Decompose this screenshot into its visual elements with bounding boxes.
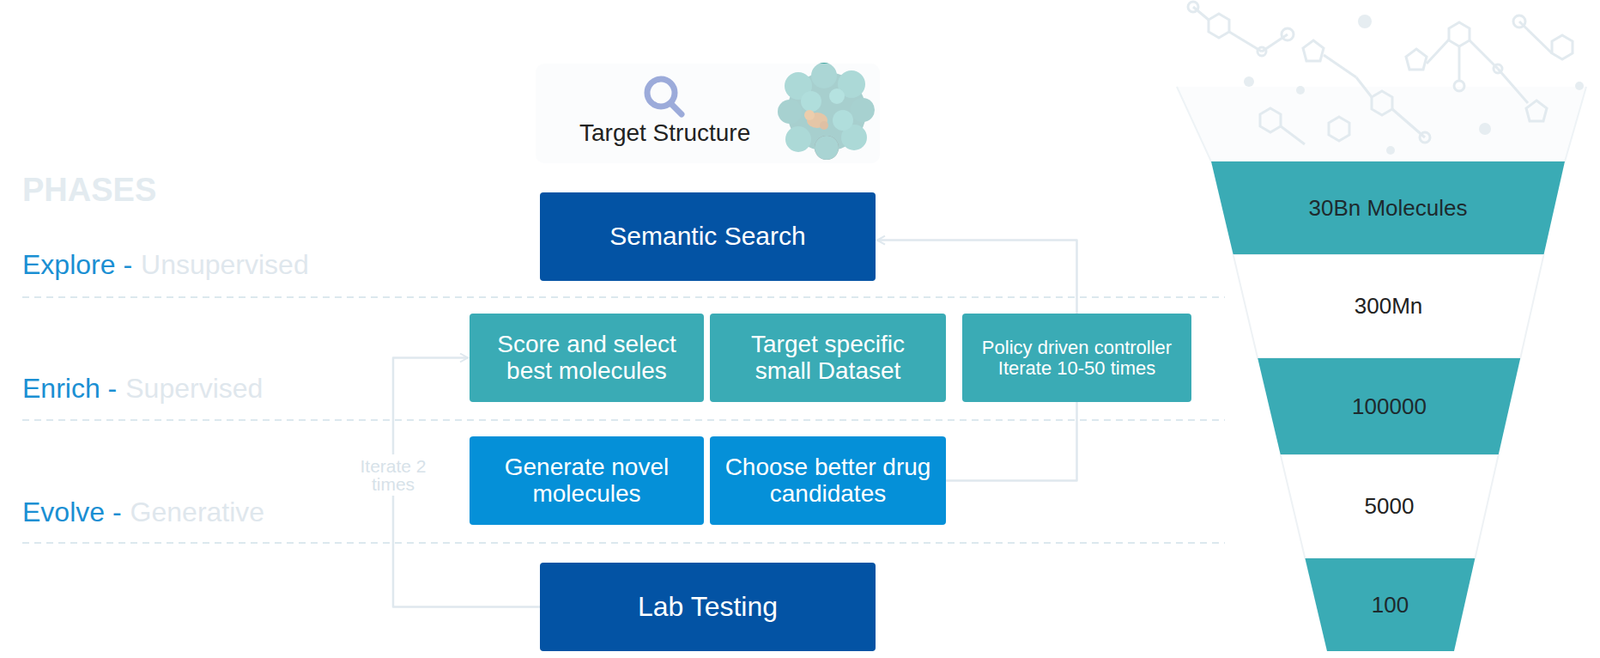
funnel-band: 300Mn xyxy=(1230,254,1546,358)
node-label: Target Structure xyxy=(579,120,751,146)
node-label: Score and select best molecules xyxy=(479,331,694,383)
process-box: Semantic Search xyxy=(539,192,876,281)
node-label: 5000 xyxy=(1364,493,1415,518)
funnel-band: 100 xyxy=(1303,557,1478,651)
phase-separators xyxy=(22,296,1225,543)
process-box: Choose better drug candidates xyxy=(709,436,946,525)
flow-connector xyxy=(877,240,1078,314)
process-box: Score and select best molecules xyxy=(469,313,704,402)
phase-type: Generative xyxy=(130,496,266,528)
node-label: Choose better drug candidates xyxy=(720,454,936,506)
phases-heading: PHASES xyxy=(22,171,157,209)
flow-connector xyxy=(945,401,1078,481)
node-label: Generate novel molecules xyxy=(479,454,694,506)
phase-name: Evolve - xyxy=(22,496,122,528)
node-label: Target specific small Dataset xyxy=(720,331,936,383)
funnel-band: 5000 xyxy=(1278,454,1501,558)
band-polygon xyxy=(1211,161,1565,255)
molecule-dots xyxy=(1243,14,1584,155)
process-box: Target specific small Dataset xyxy=(709,313,946,402)
band-polygon xyxy=(1257,357,1521,455)
funnel-band: 30Bn Molecules xyxy=(1209,161,1567,255)
band-polygon xyxy=(1304,557,1475,651)
phase-name: Enrich - xyxy=(22,372,117,405)
band-polygon xyxy=(1233,254,1545,358)
node-label: Policy driven controller Iterate 10-50 t… xyxy=(972,337,1182,379)
band-polygon xyxy=(1280,454,1499,558)
controller-box: Policy driven controller Iterate 10-50 t… xyxy=(962,313,1192,402)
target-structure-box: Target Structure xyxy=(535,63,880,164)
node-label: Lab Testing xyxy=(637,591,778,622)
node-label: 300Mn xyxy=(1354,293,1424,318)
phase-type: Supervised xyxy=(125,372,263,405)
node-label: Semantic Search xyxy=(609,222,806,250)
node-label: 30Bn Molecules xyxy=(1309,195,1468,220)
phase-type: Unsupervised xyxy=(140,248,310,281)
process-box: Generate novel molecules xyxy=(469,436,704,525)
iterate-note: Iterate 2 times xyxy=(357,454,430,496)
process-box: Lab Testing xyxy=(539,562,876,651)
node-label: 100000 xyxy=(1351,393,1427,419)
funnel-band: 100000 xyxy=(1255,357,1523,455)
phase-name: Explore - xyxy=(22,248,133,281)
molecule-pattern xyxy=(1187,1,1573,145)
node-label: 100 xyxy=(1371,592,1409,617)
